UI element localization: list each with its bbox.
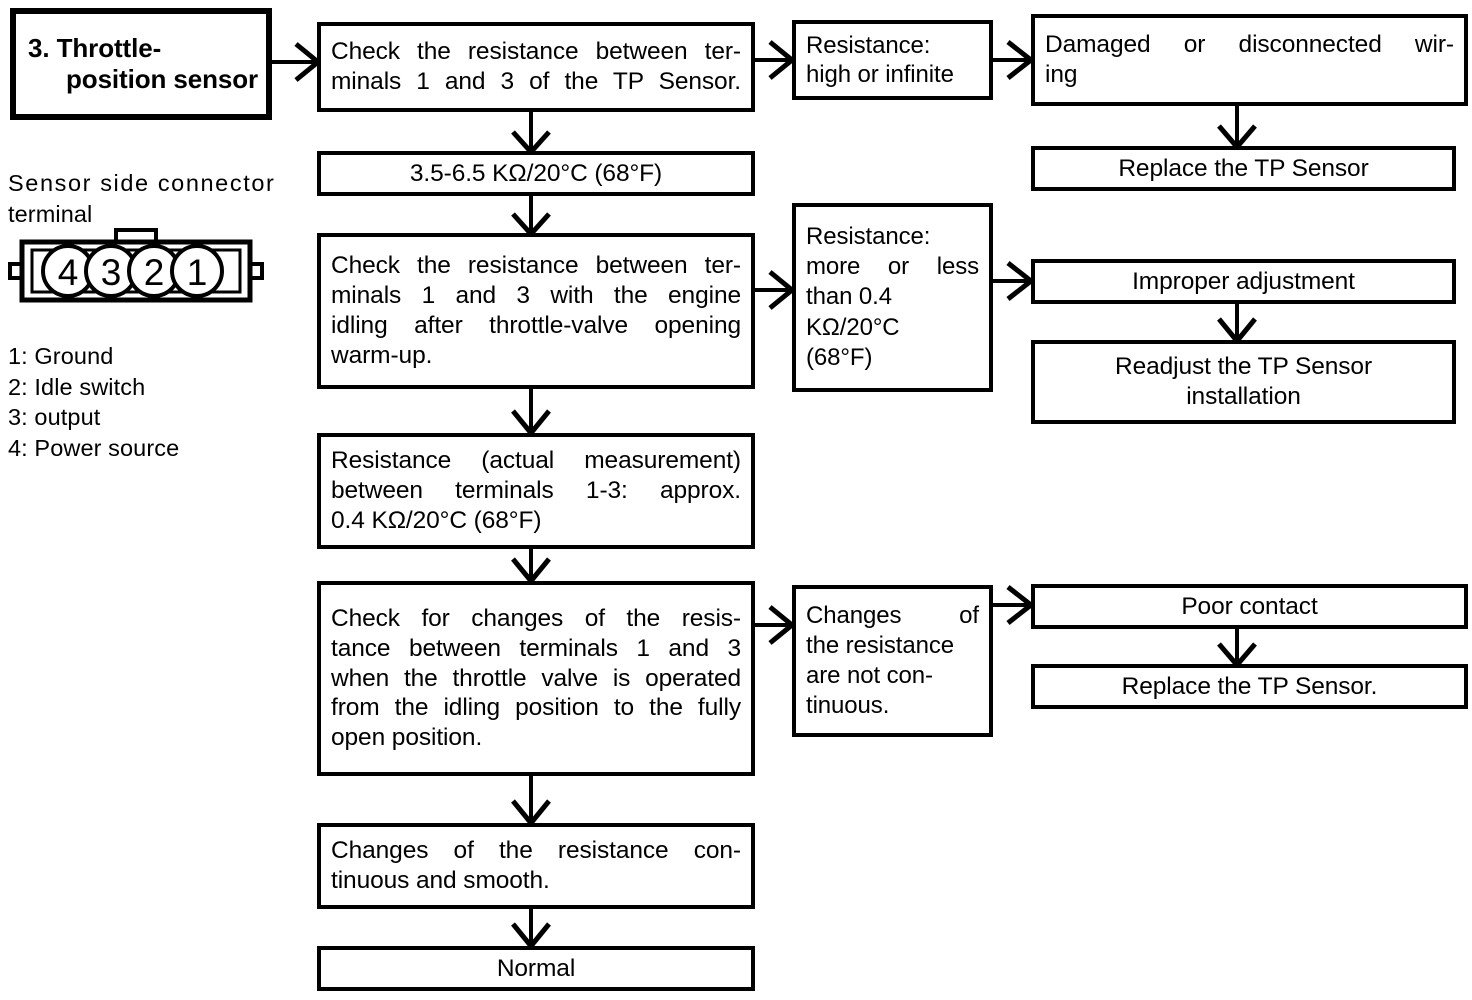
action-line: installation	[1186, 383, 1301, 410]
step-line: tance between terminals 1 and 3	[331, 634, 741, 662]
step-check-1-3-engine-idling: Check the resistance between ter- minals…	[317, 233, 755, 389]
cause-poor-contact: Poor contact	[1031, 584, 1468, 629]
condition-line: (68°F)	[806, 343, 873, 371]
cause-damaged-wiring: Damaged or disconnected wir- ing	[1031, 14, 1468, 106]
spec-value: 3.5-6.5 KΩ/20°C (68°F)	[409, 159, 663, 187]
condition-line: more or less	[806, 253, 979, 281]
step-line: minals 1 and 3 of the TP Sensor.	[331, 68, 741, 95]
cause-line: ing	[1045, 61, 1078, 88]
step-line: Check for changes of the resis-	[331, 604, 741, 632]
cause-line: Damaged or disconnected wir-	[1045, 31, 1454, 59]
action-text: Replace the TP Sensor	[1118, 154, 1369, 182]
connector-legend-heading-line-1: Sensor side connector	[8, 170, 276, 196]
step-line: minals 1 and 3 with the engine	[331, 282, 741, 310]
section-title-line-2: position sensor	[66, 64, 259, 94]
condition-line: are not con-	[806, 662, 933, 689]
condition-line: KΩ/20°C	[806, 313, 900, 341]
step-check-1-3-tp-sensor: Check the resistance between ter- minals…	[317, 22, 755, 112]
condition-more-or-less-0p4: Resistance: more or less than 0.4 KΩ/20°…	[792, 203, 993, 392]
step-line: Check the resistance between ter-	[331, 252, 741, 280]
result-line: Resistance (actual measurement)	[331, 447, 741, 475]
result-changes-continuous-smooth: Changes of the resistance con- tinuous a…	[317, 823, 755, 909]
pin-label-3: 3	[101, 252, 122, 293]
result-actual-measurement: Resistance (actual measurement) between …	[317, 433, 755, 549]
connector-pin-list: 1: Ground 2: Idle switch 3: output 4: Po…	[8, 341, 298, 463]
step-line: idling after throttle-valve opening	[331, 312, 741, 339]
condition-line: than 0.4	[806, 283, 892, 311]
condition-line: Resistance:	[806, 222, 931, 250]
step-check-changes-of-resistance: Check for changes of the resis- tance be…	[317, 581, 755, 776]
section-title-box: 3. Throttle- position sensor	[10, 8, 272, 120]
step-line: Check the resistance between ter-	[331, 38, 741, 66]
action-line: Readjust the TP Sensor	[1114, 353, 1373, 381]
action-readjust-tp-sensor: Readjust the TP Sensor installation	[1031, 340, 1456, 424]
result-text: Normal	[496, 954, 576, 982]
result-normal: Normal	[317, 946, 755, 991]
cause-improper-adjustment: Improper adjustment	[1031, 259, 1456, 304]
list-item: 2: Idle switch	[8, 373, 146, 400]
section-title-line-1: 3. Throttle-	[28, 32, 162, 63]
pin-label-2: 2	[144, 252, 165, 293]
section-title-text: 3. Throttle- position sensor	[16, 33, 266, 95]
sensor-connector-icon: 4 3 2 1	[8, 228, 264, 303]
action-replace-tp-sensor-2: Replace the TP Sensor.	[1031, 664, 1468, 709]
step-line: open position.	[331, 724, 483, 752]
connector-legend-heading: Sensor side connector terminal	[8, 168, 288, 229]
list-item: 3: output	[8, 404, 101, 431]
condition-line: tinuous.	[806, 692, 890, 720]
action-text: Replace the TP Sensor.	[1121, 672, 1378, 700]
action-replace-tp-sensor: Replace the TP Sensor	[1031, 146, 1456, 191]
result-line: between terminals 1-3: approx.	[331, 477, 741, 505]
condition-line: Changes of	[806, 601, 979, 629]
list-item: 4: Power source	[8, 434, 180, 461]
condition-high-or-infinite: Resistance: high or infinite	[792, 20, 993, 100]
step-line: when the throttle valve is operated	[331, 664, 741, 692]
cause-text: Improper adjustment	[1132, 267, 1355, 295]
result-line: 0.4 KΩ/20°C (68°F)	[331, 506, 542, 534]
spec-3p5-6p5-kohm: 3.5-6.5 KΩ/20°C (68°F)	[317, 151, 755, 196]
step-line: warm-up.	[331, 341, 433, 369]
result-line: Changes of the resistance con-	[331, 837, 741, 865]
condition-line: high or infinite	[806, 61, 954, 88]
list-item: 1: Ground	[8, 343, 114, 369]
condition-line: the resistance	[806, 631, 955, 659]
condition-line: Resistance:	[806, 31, 931, 59]
pin-label-4: 4	[58, 252, 79, 293]
condition-changes-not-continuous: Changes of the resistance are not con- t…	[792, 585, 993, 737]
connector-legend-heading-line-2: terminal	[8, 200, 93, 227]
result-line: tinuous and smooth.	[331, 867, 550, 894]
cause-text: Poor contact	[1181, 592, 1318, 620]
pin-label-1: 1	[187, 252, 208, 293]
step-line: from the idling position to the fully	[331, 694, 741, 722]
